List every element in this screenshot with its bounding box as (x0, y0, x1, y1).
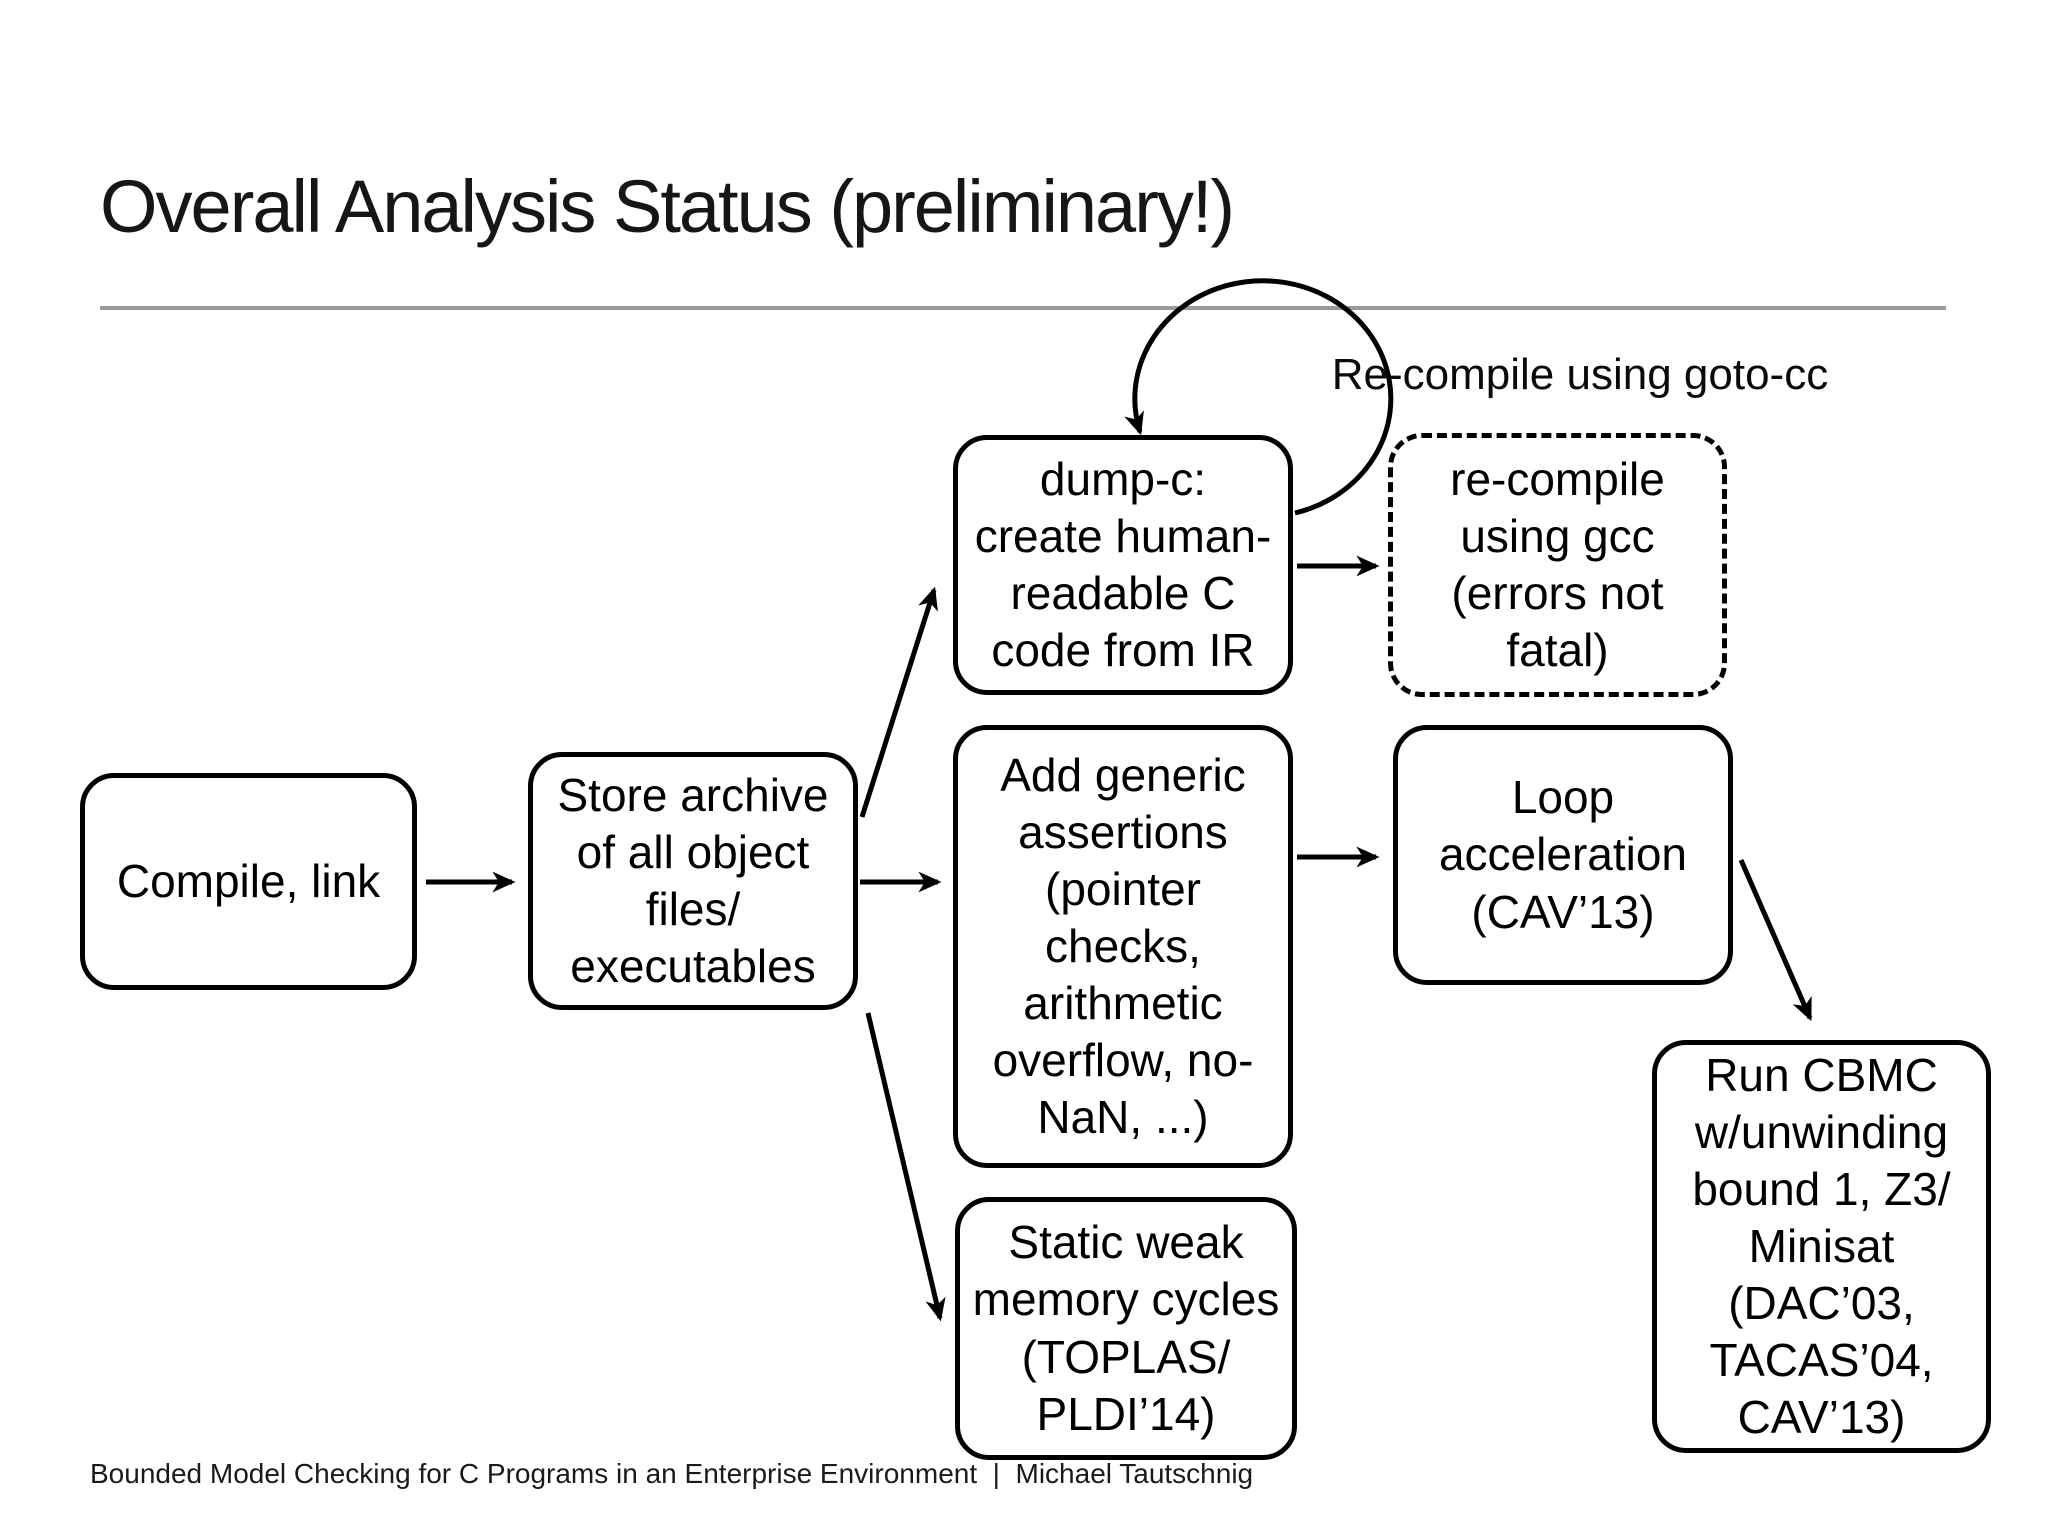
node-static-weak-memory: Static weak memory cycles (TOPLAS/ PLDI’… (955, 1197, 1297, 1460)
node-store-archive: Store archive of all object files/ execu… (528, 752, 858, 1010)
footer-text: Bounded Model Checking for C Programs in… (90, 1458, 1254, 1489)
arrow-store-to-dumpc-icon (859, 586, 938, 818)
node-dump-c: dump-c: create human- readable C code fr… (953, 435, 1293, 695)
arrow-loop-to-cbmc-icon (1738, 858, 1813, 1022)
page-title: Overall Analysis Status (preliminary!) (100, 165, 1235, 248)
arrow-store-to-staticweak-icon (865, 1012, 946, 1322)
self-loop-label: Re-compile using goto-cc (1331, 350, 1829, 399)
node-recompile-gcc: re-compile using gcc (errors not fatal) (1388, 433, 1727, 697)
node-loop-acceleration: Loop acceleration (CAV’13) (1393, 725, 1733, 985)
node-add-generic-assertions: Add generic assertions (pointer checks, … (953, 725, 1293, 1168)
title-divider (100, 306, 1946, 310)
node-run-cbmc: Run CBMC w/unwinding bound 1, Z3/ Minisa… (1652, 1040, 1991, 1453)
node-compile-link: Compile, link (80, 773, 417, 990)
self-loop-arrow-icon (1124, 278, 1394, 516)
